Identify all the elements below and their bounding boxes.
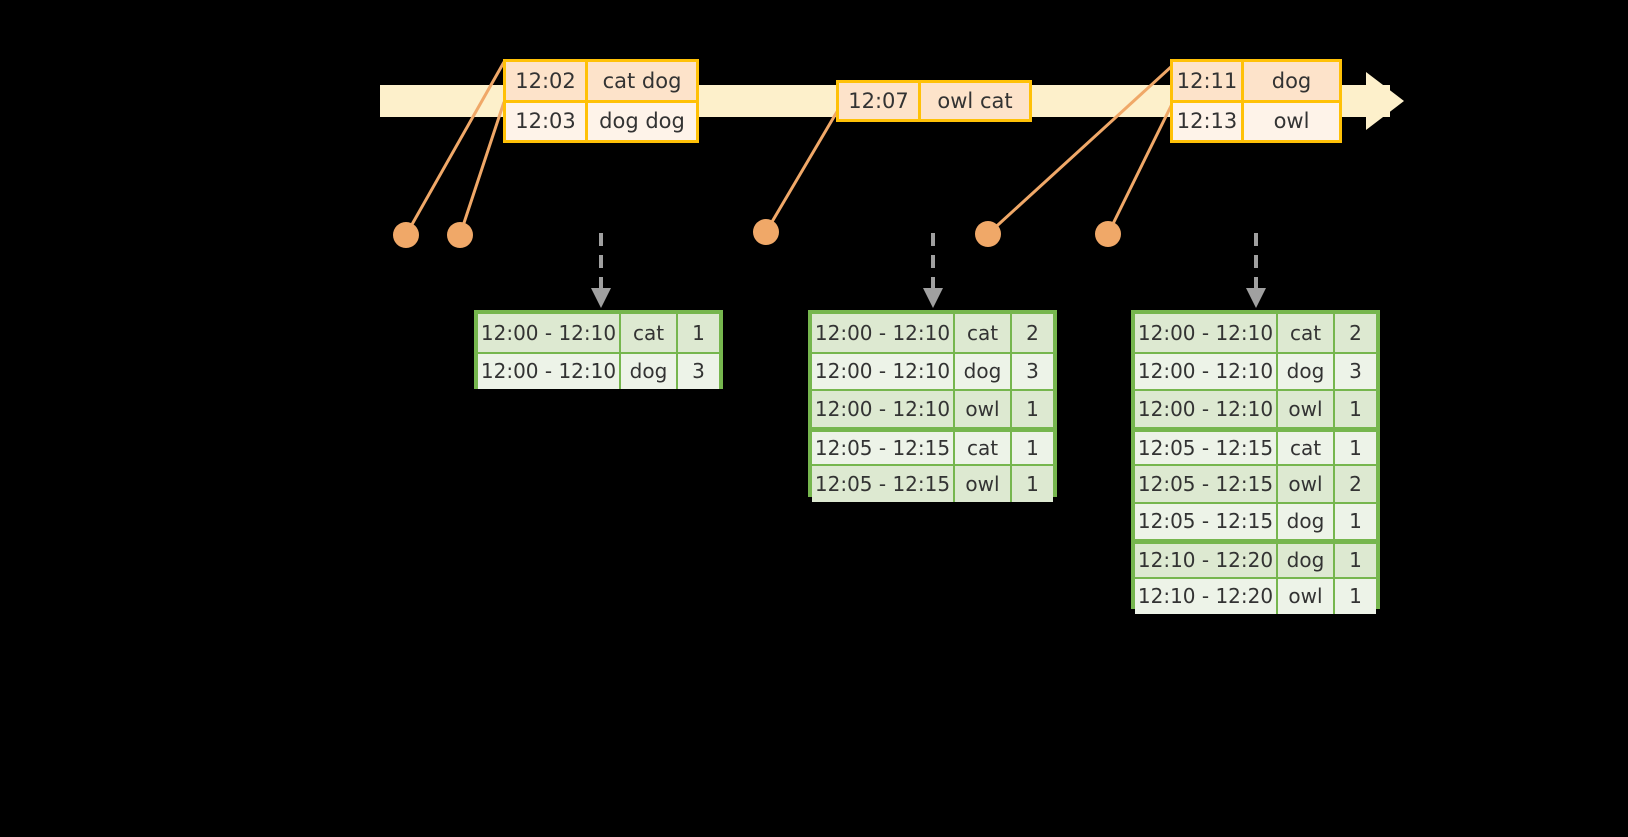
cell-count: 1 <box>1349 584 1362 609</box>
cell-count: 1 <box>1026 396 1039 421</box>
event-box-3[interactable]: 12:11 dog 12:13 owl <box>1170 59 1342 143</box>
cell-window: 12:00 - 12:10 <box>478 314 621 352</box>
table-row: 12:05 - 12:15 cat 1 <box>1135 426 1376 464</box>
cell-window: 12:05 - 12:15 <box>812 431 955 464</box>
cell-window: 12:00 - 12:10 <box>812 391 955 427</box>
table-row: 12:10 - 12:20 owl 1 <box>1135 576 1376 614</box>
result-table-3[interactable]: 12:00 - 12:10 cat 2 12:00 - 12:10 dog 3 … <box>1131 310 1380 614</box>
cell-window: 12:10 - 12:20 <box>1135 578 1278 614</box>
table-row: 12:10 - 12:20 dog 1 <box>1135 539 1376 577</box>
cell-count: 2 <box>1026 320 1039 345</box>
cell-window: 12:05 - 12:15 <box>1135 466 1278 502</box>
cell-word: dog <box>1278 503 1335 539</box>
event-row: 12:11 dog <box>1173 62 1339 100</box>
cell-window: 12:10 - 12:20 <box>1135 544 1278 577</box>
table-row: 12:05 - 12:15 owl 1 <box>812 464 1053 502</box>
cell-word: owl <box>1278 466 1335 502</box>
event-row: 12:07 owl cat <box>839 83 1029 119</box>
cell-count: 1 <box>1026 435 1039 460</box>
cell-word: cat <box>955 314 1012 352</box>
result-table-1[interactable]: 12:00 - 12:10 cat 1 12:00 - 12:10 dog 3 <box>474 310 723 389</box>
cell-window: 12:05 - 12:15 <box>1135 503 1278 539</box>
event-row: 12:02 cat dog <box>506 62 696 100</box>
event-words: cat dog <box>602 68 682 93</box>
table-row: 12:00 - 12:10 dog 3 <box>812 351 1053 389</box>
connector-line-12-13 <box>1106 103 1174 235</box>
cell-word: cat <box>955 431 1012 464</box>
table-row: 12:05 - 12:15 owl 2 <box>1135 464 1376 502</box>
cell-count: 3 <box>692 359 705 384</box>
cell-word: owl <box>955 466 1012 502</box>
table-row: 12:00 - 12:10 cat 1 <box>478 314 719 352</box>
table-row: 12:00 - 12:10 dog 3 <box>1135 351 1376 389</box>
cell-word: owl <box>1278 391 1335 427</box>
cell-word: owl <box>955 391 1012 427</box>
cell-count: 1 <box>692 320 705 345</box>
cell-window: 12:00 - 12:10 <box>1135 391 1278 427</box>
timeline-arrowhead <box>1366 72 1404 130</box>
cell-window: 12:00 - 12:10 <box>1135 353 1278 389</box>
cell-count: 2 <box>1349 320 1362 345</box>
table-row: 12:00 - 12:10 cat 2 <box>1135 314 1376 352</box>
cell-window: 12:05 - 12:15 <box>1135 431 1278 464</box>
cell-count: 3 <box>1026 359 1039 384</box>
table-row: 12:00 - 12:10 owl 1 <box>812 389 1053 427</box>
cell-word: dog <box>621 353 678 389</box>
cell-window: 12:00 - 12:10 <box>812 353 955 389</box>
event-time: 12:13 <box>1173 102 1244 140</box>
cell-count: 1 <box>1349 435 1362 460</box>
table-row: 12:05 - 12:15 cat 1 <box>812 426 1053 464</box>
cell-count: 1 <box>1349 396 1362 421</box>
cell-count: 1 <box>1349 548 1362 573</box>
connector-line-12-03 <box>458 101 506 236</box>
cell-word: owl <box>1278 578 1335 614</box>
event-time: 12:03 <box>506 102 588 140</box>
dot-12-03 <box>447 222 473 248</box>
event-time: 12:11 <box>1173 62 1244 100</box>
table-row: 12:05 - 12:15 dog 1 <box>1135 501 1376 539</box>
cell-word: cat <box>1278 314 1335 352</box>
dashed-arrow-2 <box>923 233 943 308</box>
cell-word: cat <box>1278 431 1335 464</box>
result-table-2[interactable]: 12:00 - 12:10 cat 2 12:00 - 12:10 dog 3 … <box>808 310 1057 502</box>
cell-count: 3 <box>1349 359 1362 384</box>
event-box-1[interactable]: 12:02 cat dog 12:03 dog dog <box>503 59 699 143</box>
cell-window: 12:05 - 12:15 <box>812 466 955 502</box>
cell-window: 12:00 - 12:10 <box>812 314 955 352</box>
event-words: owl <box>1273 109 1310 134</box>
cell-word: dog <box>955 353 1012 389</box>
cell-count: 1 <box>1349 509 1362 534</box>
dot-12-02 <box>393 222 419 248</box>
dashed-arrow-3 <box>1246 233 1266 308</box>
event-box-2[interactable]: 12:07 owl cat <box>836 80 1032 122</box>
dot-12-13 <box>1095 221 1121 247</box>
cell-word: dog <box>1278 353 1335 389</box>
event-words: dog dog <box>599 109 685 134</box>
table-row: 12:00 - 12:10 dog 3 <box>478 351 719 389</box>
event-words: dog <box>1271 68 1312 93</box>
cell-word: dog <box>1278 544 1335 577</box>
event-time: 12:02 <box>506 62 588 100</box>
event-row: 12:03 dog dog <box>506 99 696 140</box>
table-row: 12:00 - 12:10 cat 2 <box>812 314 1053 352</box>
cell-window: 12:00 - 12:10 <box>1135 314 1278 352</box>
dashed-arrow-1 <box>591 233 611 308</box>
cell-word: cat <box>621 314 678 352</box>
event-words: owl cat <box>937 89 1013 113</box>
event-row: 12:13 owl <box>1173 99 1339 140</box>
cell-count: 1 <box>1026 471 1039 496</box>
cell-window: 12:00 - 12:10 <box>478 353 621 389</box>
dot-12-11 <box>975 221 1001 247</box>
connector-line-12-07 <box>764 109 840 233</box>
cell-count: 2 <box>1349 471 1362 496</box>
dot-12-07 <box>753 219 779 245</box>
event-time: 12:07 <box>839 83 921 119</box>
table-row: 12:00 - 12:10 owl 1 <box>1135 389 1376 427</box>
